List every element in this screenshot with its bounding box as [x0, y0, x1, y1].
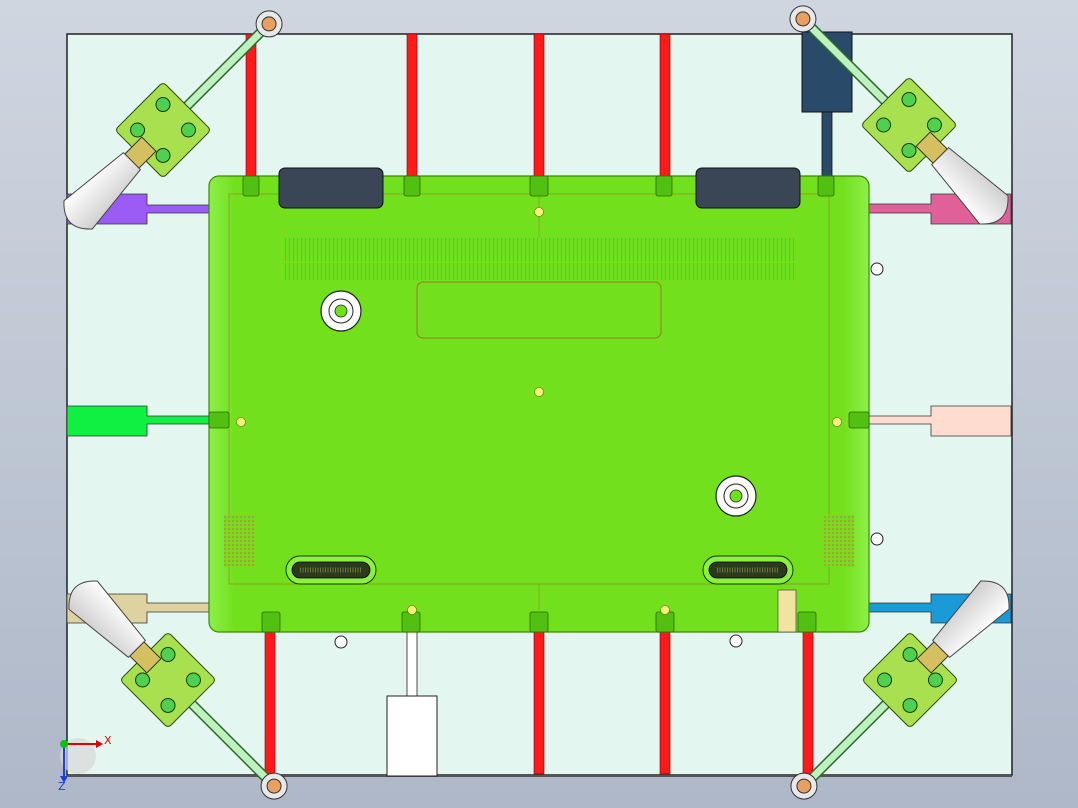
base-plate-holes [334, 262, 884, 649]
rubber-foot-top-left [278, 167, 384, 209]
edge-slots [208, 175, 870, 633]
toggle-clamp-top-left[interactable] [46, 0, 302, 247]
screw-boss-lower-right [715, 475, 757, 517]
triad-z-label: Z [58, 780, 66, 793]
coordinate-triad: X Z [58, 734, 112, 793]
speaker-slot-left [285, 555, 377, 585]
reference-dots [236, 207, 842, 615]
screw-boss-upper-left [320, 290, 362, 332]
locator-pin-bottom-3 [659, 631, 671, 775]
speaker-mesh-left [224, 515, 254, 567]
battery-recess [416, 281, 662, 339]
triad-x-label: X [104, 734, 112, 747]
locator-pin-top-4 [659, 33, 671, 177]
locator-pin-bottom-4 [802, 631, 814, 775]
locator-pin-top-2 [406, 33, 418, 177]
locator-pin-bottom-1 [264, 631, 276, 775]
toggle-clamp-bottom-left[interactable] [51, 563, 307, 808]
stop-block [777, 589, 797, 633]
locator-pin-bottom-2 [533, 631, 545, 775]
locator-pins [245, 33, 814, 775]
speaker-mesh-right [824, 515, 854, 567]
toggle-clamp-bottom-right[interactable] [771, 563, 1027, 808]
ejector-block[interactable] [386, 695, 438, 777]
rubber-foot-top-right [695, 167, 801, 209]
vent-grille [284, 238, 794, 280]
connector-stem [821, 111, 833, 183]
locator-pin-top-1 [245, 33, 257, 177]
speaker-slot-right [702, 555, 794, 585]
toggle-clamp-top-right[interactable] [770, 0, 1026, 242]
locator-pin-top-3 [533, 33, 545, 177]
ejector-stem [406, 623, 418, 697]
